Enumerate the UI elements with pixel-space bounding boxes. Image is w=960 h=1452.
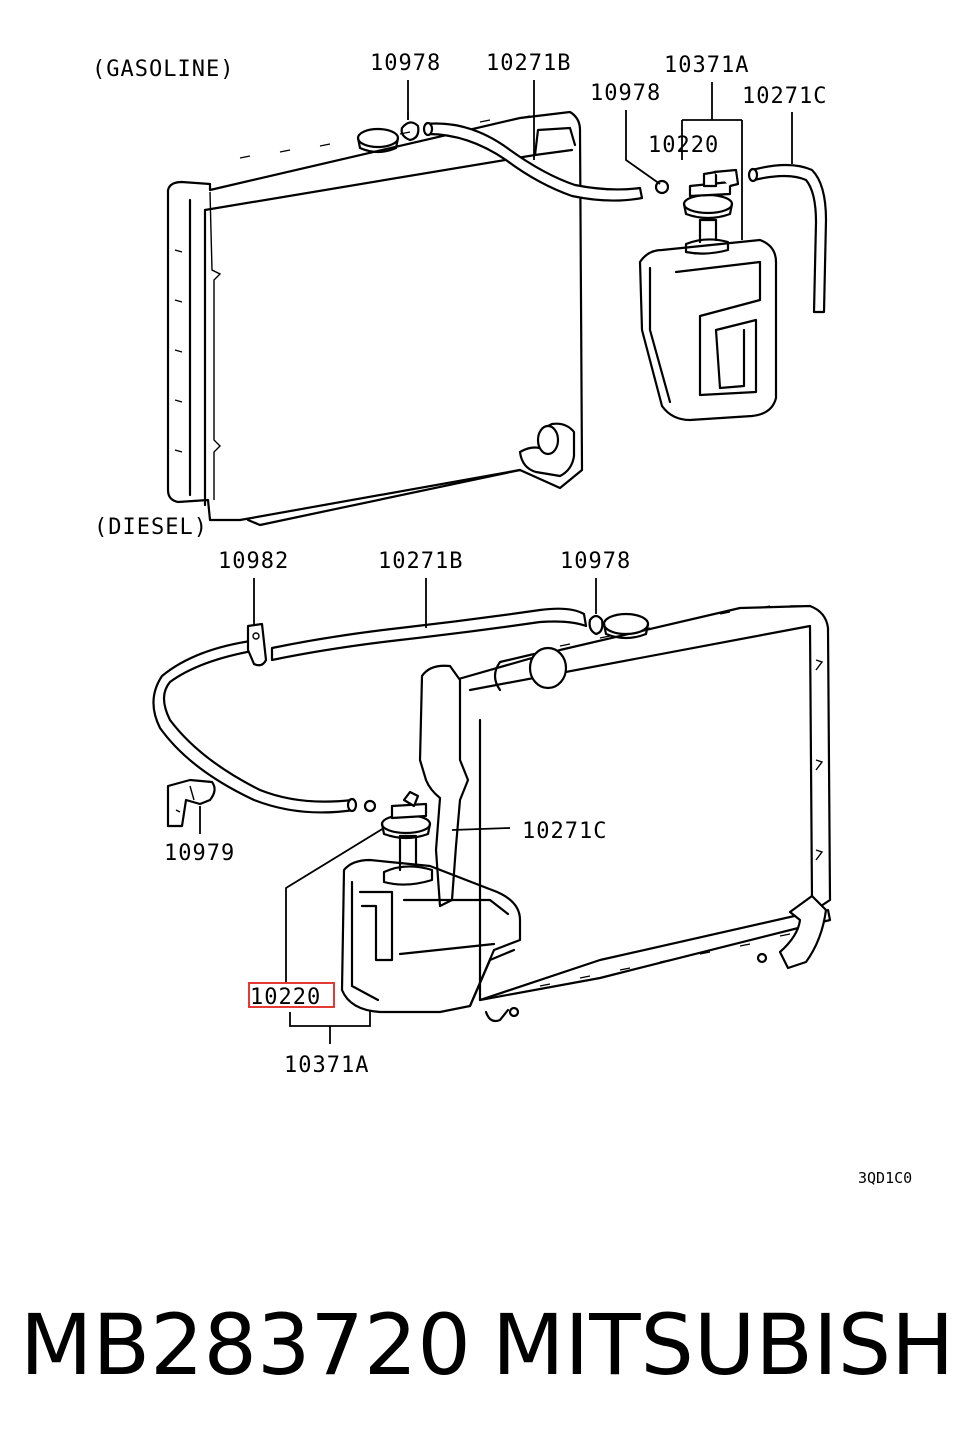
label-diesel: (DIESEL) [94,515,208,540]
hose-10271B-diesel [152,607,588,814]
label-bot-10979: 10979 [164,841,235,866]
clip-10978-right [654,179,670,195]
label-bot-10371A: 10371A [284,1053,369,1078]
gasoline-assembly: (GASOLINE) 10978 10271B 10371A 10978 102… [92,51,828,527]
hose-10271C-diesel [418,664,470,908]
label-top-10978-right: 10978 [590,81,661,106]
label-gasoline: (GASOLINE) [92,57,234,82]
label-bot-10978: 10978 [560,549,631,574]
bracket-10979 [166,778,216,828]
footer: MB283720 MITSUBISHI [0,1290,960,1400]
part-number: MB283720 [20,1296,471,1394]
hose-10271B-gasoline [422,121,644,202]
label-bot-10982: 10982 [218,549,289,574]
radiator-diesel [453,604,832,1023]
figure-code: 3QD1C0 [858,1169,912,1187]
label-top-10271C: 10271C [742,84,827,109]
clamp-10982 [246,622,268,667]
label-top-10978-left: 10978 [370,51,441,76]
radiator-gasoline [166,110,584,527]
leader-top-10371A [681,82,743,240]
clip-10978-left [400,112,420,142]
parts-diagram: (GASOLINE) 10978 10271B 10371A 10978 102… [92,51,912,1187]
label-bot-10271B: 10271B [378,549,463,574]
label-bot-10271C: 10271C [522,819,607,844]
leader-bot-10371A [289,1010,371,1044]
label-bot-10220: 10220 [250,985,321,1010]
label-top-10271B: 10271B [486,51,571,76]
leader-top-10978-right [625,110,661,185]
clip-10978-diesel [588,614,604,636]
label-top-10371A: 10371A [664,53,749,78]
leader-bot-10220 [285,827,385,982]
diesel-assembly: (DIESEL) [94,515,832,1078]
reserve-tank-gasoline [638,168,778,422]
leader-bot-10271C [451,827,511,831]
highlight-10220 [248,982,335,1008]
brand-name: MITSUBISHI [492,1296,960,1394]
hose-10271C-gasoline [747,163,828,314]
label-top-10220: 10220 [648,133,719,158]
reserve-tank-diesel [340,790,522,1014]
